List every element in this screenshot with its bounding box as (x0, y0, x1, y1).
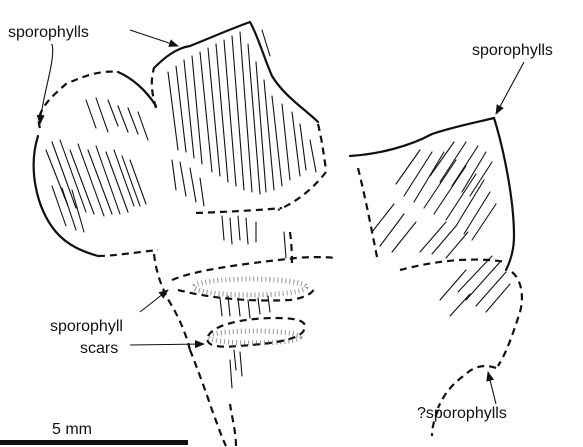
label-query-sporophylls: ?sporophylls (417, 405, 507, 422)
label-sporophyll-scars-line1: sporophyll (50, 318, 123, 335)
arrow-to-query-sporophylls (488, 372, 496, 404)
left-sporophyll-outline (34, 72, 158, 256)
axis-venation (220, 216, 286, 388)
scale-bar-label: 5 mm (52, 421, 92, 438)
arrow-to-lower-scar (130, 344, 204, 345)
label-sporophylls-left: sporophylls (8, 24, 89, 41)
arrow-to-central-sporophyll (130, 30, 178, 46)
left-sporophyll-venation (46, 98, 148, 232)
label-sporophylls-right: sporophylls (472, 42, 553, 59)
central-axis-outline (154, 232, 336, 446)
label-sporophyll-scars-line2: scars (80, 340, 118, 357)
arrow-to-upper-scar (140, 290, 168, 312)
right-sporophyll-venation (372, 142, 510, 316)
arrow-to-left-sporophyll (40, 44, 53, 124)
central-sporophyll-venation (168, 30, 316, 206)
arrow-to-right-sporophyll (496, 62, 524, 114)
scale-bar (0, 440, 188, 445)
central-sporophyll-outline (152, 22, 326, 213)
